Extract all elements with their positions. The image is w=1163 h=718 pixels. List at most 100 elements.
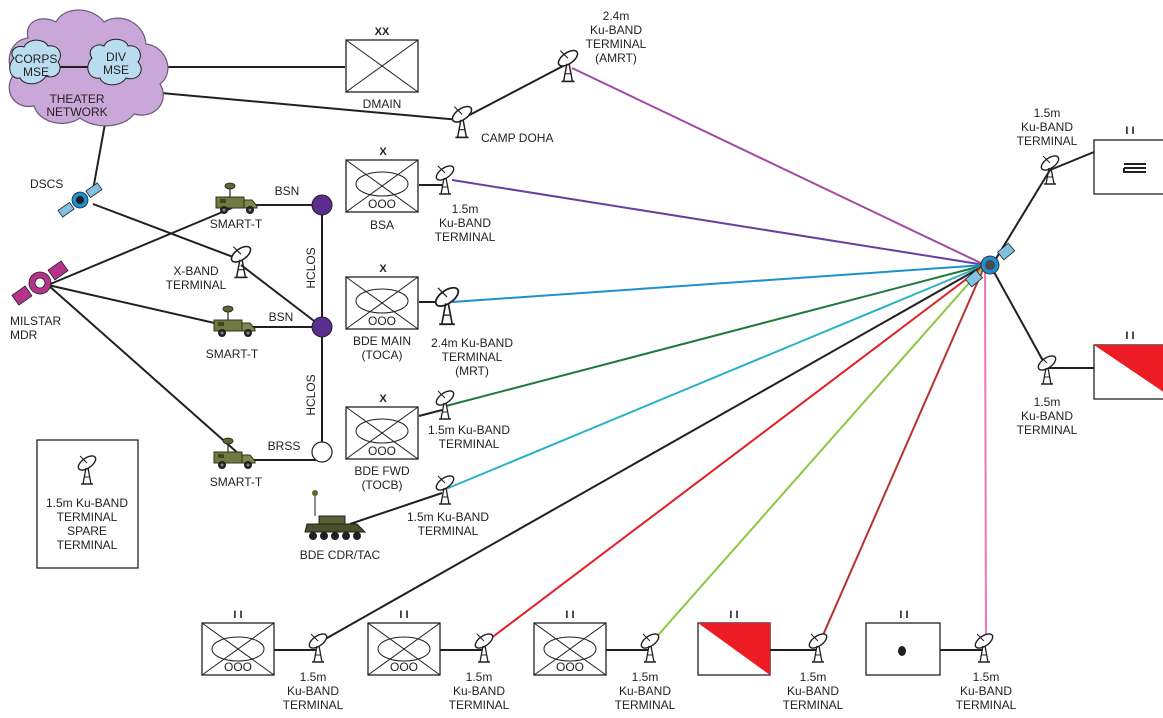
- smart-t-truck-icon: [213, 437, 256, 470]
- smart-t-label: SMART-T: [210, 475, 263, 489]
- bn5-term-3: TERMINAL: [956, 698, 1017, 712]
- bottom-battalion-4: I I 1.5m Ku-BAND TERMINAL: [697, 609, 844, 712]
- bsa-unit: X OOO BSA 1.5m Ku-BAND TERMINAL: [345, 146, 496, 244]
- milstar-satellite: MILSTAR MDR: [10, 260, 69, 342]
- bottom-battalion-1: I I OOO 1.5m Ku-BAND TERMINAL: [201, 609, 344, 712]
- spare-line1: 1.5m Ku-BAND: [46, 496, 128, 510]
- link-xband-bdemain: [240, 264, 323, 328]
- right-battalion-bottom: 1.5m Ku-BAND TERMINAL I I: [1017, 330, 1163, 437]
- bde-cdr-tac: BDE CDR/TAC 1.5m Ku-BAND TERMINAL: [300, 472, 489, 562]
- link-dscs-xband: [92, 203, 242, 261]
- bn3-dish-icon: [638, 630, 662, 663]
- smart-t-truck-icon: [215, 182, 258, 215]
- hub-satellite-icon: [964, 242, 1016, 288]
- ooo-symbol: OOO: [556, 660, 584, 674]
- bn2-dish-icon: [472, 630, 496, 663]
- amrt-line2: Ku-BAND: [590, 23, 642, 37]
- camp-doha-label: CAMP DOHA: [481, 131, 553, 145]
- right-top-dish-icon: [1038, 152, 1062, 185]
- brss-node: [311, 441, 333, 463]
- bsn-node-1: [311, 194, 333, 216]
- bn3-term-1: 1.5m: [632, 670, 659, 684]
- amrt-line1: 2.4m: [603, 9, 630, 23]
- link-fwd-term: [418, 409, 443, 417]
- tank-vehicle-icon: [304, 490, 367, 540]
- hclos-chain: HCLOS HCLOS: [304, 194, 333, 463]
- mrt-line1: 2.4m Ku-BAND: [431, 336, 513, 350]
- link-milstar-smart1: [47, 207, 233, 286]
- link-cloud-campdoha: [149, 91, 461, 121]
- sat-link-fwd: [445, 264, 986, 407]
- bsa-echelon: X: [379, 146, 387, 158]
- link-hub-bn-mid: [993, 271, 1048, 369]
- bn4-term-3: TERMINAL: [783, 698, 844, 712]
- fwd-term-2: TERMINAL: [439, 437, 500, 451]
- bsn-node-2: [311, 316, 333, 338]
- spare-line2: TERMINAL: [57, 510, 118, 524]
- milstar-label: MILSTAR: [10, 314, 61, 328]
- bde-cdr-label: BDE CDR/TAC: [300, 548, 381, 562]
- bde-main-dish-icon: [431, 283, 463, 326]
- bn1-term-2: Ku-BAND: [287, 684, 339, 698]
- sat-link-bn5: [984, 264, 987, 643]
- ooo-symbol: OOO: [224, 660, 252, 674]
- mrt-line2: TERMINAL: [442, 350, 503, 364]
- bn2-echelon: I I: [399, 609, 408, 621]
- rt-term-2: Ku-BAND: [1021, 120, 1073, 134]
- rt-term-1: 1.5m: [1034, 106, 1061, 120]
- bsa-dish-icon: [433, 162, 457, 195]
- hclos-label-2: HCLOS: [304, 374, 318, 415]
- rb-term-1: 1.5m: [1034, 395, 1061, 409]
- bottom-battalion-5: I I 1.5m Ku-BAND TERMINAL: [865, 609, 1017, 712]
- bn4-echelon: I I: [729, 609, 738, 621]
- mdr-label: MDR: [10, 328, 38, 342]
- bde-main-echelon: X: [379, 263, 387, 275]
- corps-label: CORPS: [15, 52, 58, 66]
- amrt-dish-icon: [555, 46, 581, 83]
- bn2-term-2: Ku-BAND: [453, 684, 505, 698]
- brss-label: BRSS: [268, 439, 301, 453]
- link-bnright1: [1049, 151, 1095, 171]
- amrt-line3: TERMINAL: [586, 37, 647, 51]
- dscs-satellite-icon: [57, 182, 103, 218]
- smart-t-2: SMART-T BSN: [206, 305, 293, 361]
- dmain-label: DMAIN: [363, 97, 402, 111]
- bde-main-label-1: BDE MAIN: [353, 334, 411, 348]
- x-band-line1: X-BAND: [173, 264, 219, 278]
- link-campdoha-amrt: [459, 64, 566, 121]
- spare-terminal-box: 1.5m Ku-BAND TERMINAL SPARE TERMINAL: [36, 439, 139, 569]
- ooo-symbol: OOO: [390, 660, 418, 674]
- bottom-battalion-2: I I OOO 1.5m Ku-BAND TERMINAL: [367, 609, 510, 712]
- hclos-label-1: HCLOS: [304, 247, 318, 288]
- bde-cdr-dish-icon: [433, 472, 457, 505]
- sat-link-bsa: [451, 179, 986, 266]
- sat-link-bn1: [319, 264, 986, 643]
- bn4-term-1: 1.5m: [800, 670, 827, 684]
- link-hub-bn-top: [993, 169, 1051, 263]
- mse-label: MSE: [23, 65, 49, 79]
- sat-link-bn3: [651, 264, 986, 643]
- rt-echelon: I I: [1125, 125, 1134, 137]
- bsn-label: BSN: [275, 184, 300, 198]
- sat-link-bn4: [819, 264, 986, 643]
- theater-network-cloud: CORPS MSE DIV MSE THEATER NETWORK: [8, 9, 169, 127]
- ooo-symbol: OOO: [368, 444, 396, 458]
- sat-link-cdr: [445, 264, 986, 490]
- rb-echelon: I I: [1125, 330, 1134, 342]
- dmain-unit: XX DMAIN: [345, 26, 419, 111]
- dot-symbol: [898, 646, 906, 656]
- bde-fwd-label-1: BDE FWD: [354, 464, 410, 478]
- bn5-term-2: Ku-BAND: [960, 684, 1012, 698]
- bn1-echelon: I I: [233, 609, 242, 621]
- bsa-term-1: 1.5m: [452, 202, 479, 216]
- bn1-dish-icon: [306, 630, 330, 663]
- smart-t-label: SMART-T: [210, 217, 263, 231]
- ooo-symbol: OOO: [368, 197, 396, 211]
- red-triangle: [698, 623, 770, 675]
- network-label: NETWORK: [46, 105, 107, 119]
- camp-doha-dish-icon: [449, 102, 475, 139]
- bn4-term-2: Ku-BAND: [787, 684, 839, 698]
- smart-t-truck-icon: [213, 305, 256, 338]
- div-label: DIV: [106, 50, 126, 64]
- sat-link-amrt: [571, 67, 986, 266]
